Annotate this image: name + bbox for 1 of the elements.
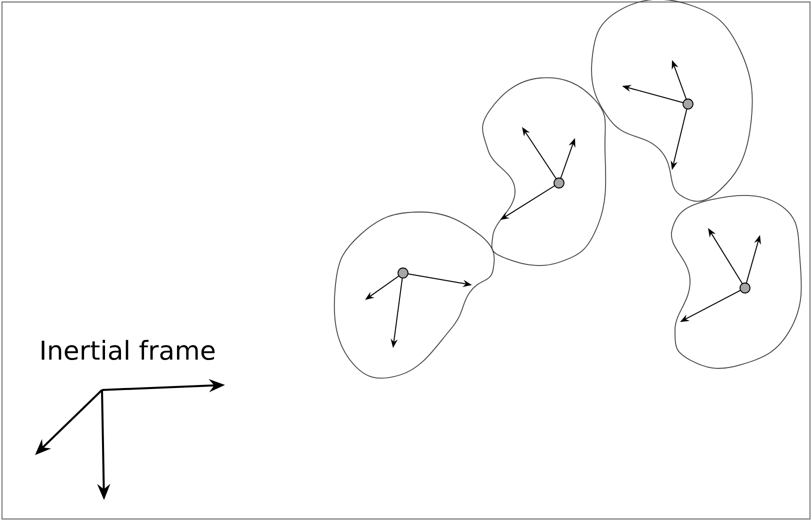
frame-label: Inertial frame bbox=[42, 340, 215, 360]
